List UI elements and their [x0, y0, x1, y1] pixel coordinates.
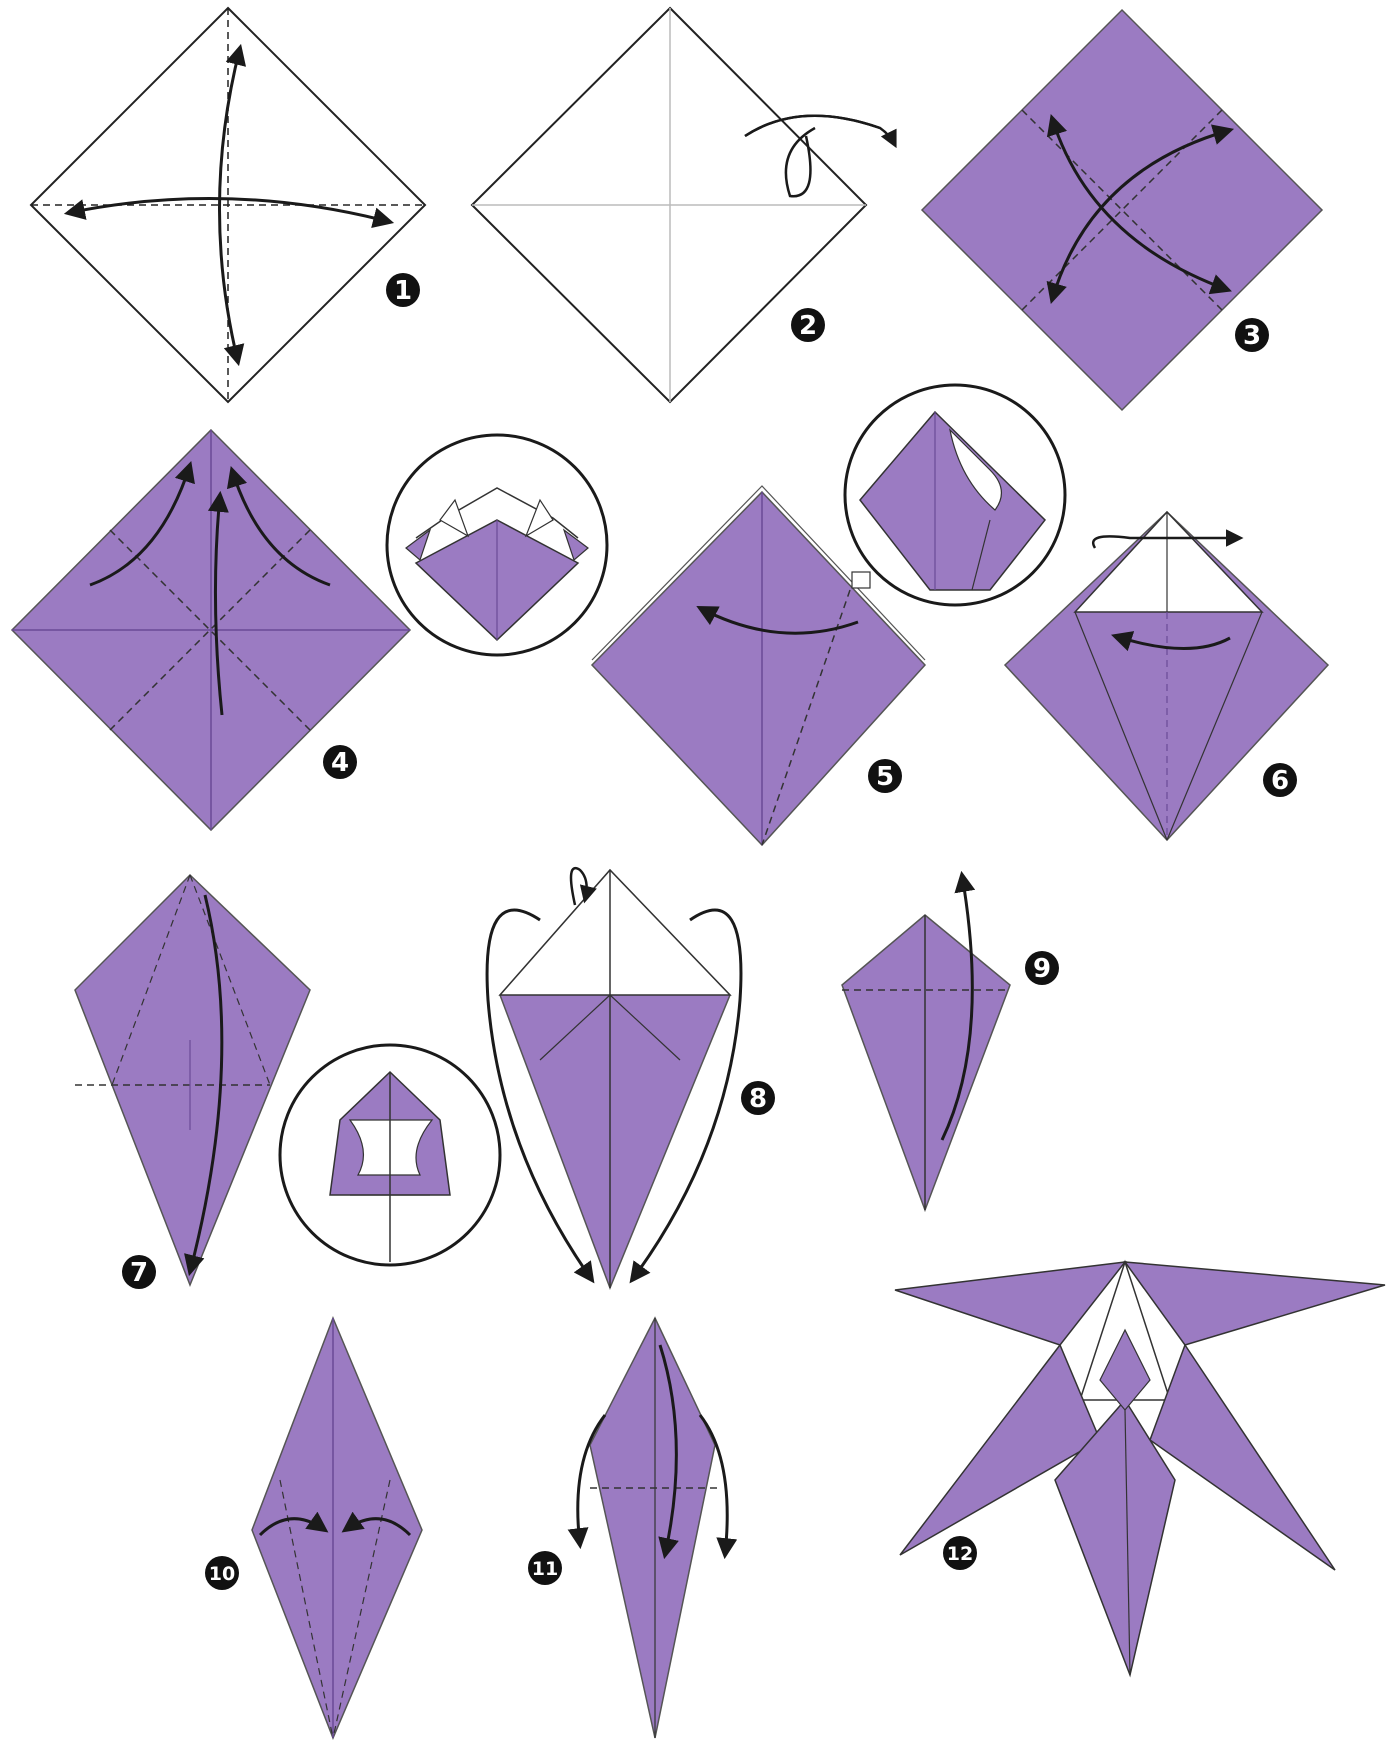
step-1-badge: 1	[386, 273, 420, 307]
step-2-badge: 2	[791, 308, 825, 342]
step-10-diagram	[252, 1318, 422, 1738]
step-1-diagram	[31, 8, 425, 402]
step-2-diagram	[472, 8, 895, 402]
svg-text:3: 3	[1243, 321, 1261, 351]
svg-text:8: 8	[749, 1084, 767, 1114]
step-9-badge: 9	[1025, 951, 1059, 985]
step-12-diagram	[895, 1262, 1385, 1675]
svg-text:2: 2	[799, 311, 817, 341]
step-11-diagram	[578, 1318, 727, 1738]
svg-text:10: 10	[209, 1563, 235, 1585]
step-8-diagram	[487, 868, 741, 1288]
step-5-badge: 5	[868, 759, 902, 793]
detail-circle-c	[280, 1045, 500, 1265]
step-12-badge: 12	[943, 1536, 977, 1570]
step-3-diagram	[922, 10, 1322, 410]
svg-text:6: 6	[1271, 766, 1289, 796]
step-9-diagram	[842, 875, 1010, 1210]
step-3-badge: 3	[1235, 318, 1269, 352]
step-7-diagram	[75, 875, 310, 1285]
step-4-badge: 4	[323, 745, 357, 779]
svg-text:11: 11	[532, 1558, 558, 1580]
svg-text:4: 4	[331, 748, 349, 778]
step-8-badge: 8	[741, 1081, 775, 1115]
svg-text:12: 12	[947, 1543, 973, 1565]
detail-circle-b	[845, 385, 1065, 605]
detail-circle-a	[387, 435, 607, 655]
step-6-badge: 6	[1263, 763, 1297, 797]
svg-text:7: 7	[130, 1258, 148, 1288]
svg-text:9: 9	[1033, 954, 1051, 984]
svg-text:5: 5	[876, 762, 894, 792]
svg-text:1: 1	[394, 276, 412, 306]
step-10-badge: 10	[205, 1556, 239, 1590]
step-7-badge: 7	[122, 1255, 156, 1289]
step-11-badge: 11	[528, 1551, 562, 1585]
